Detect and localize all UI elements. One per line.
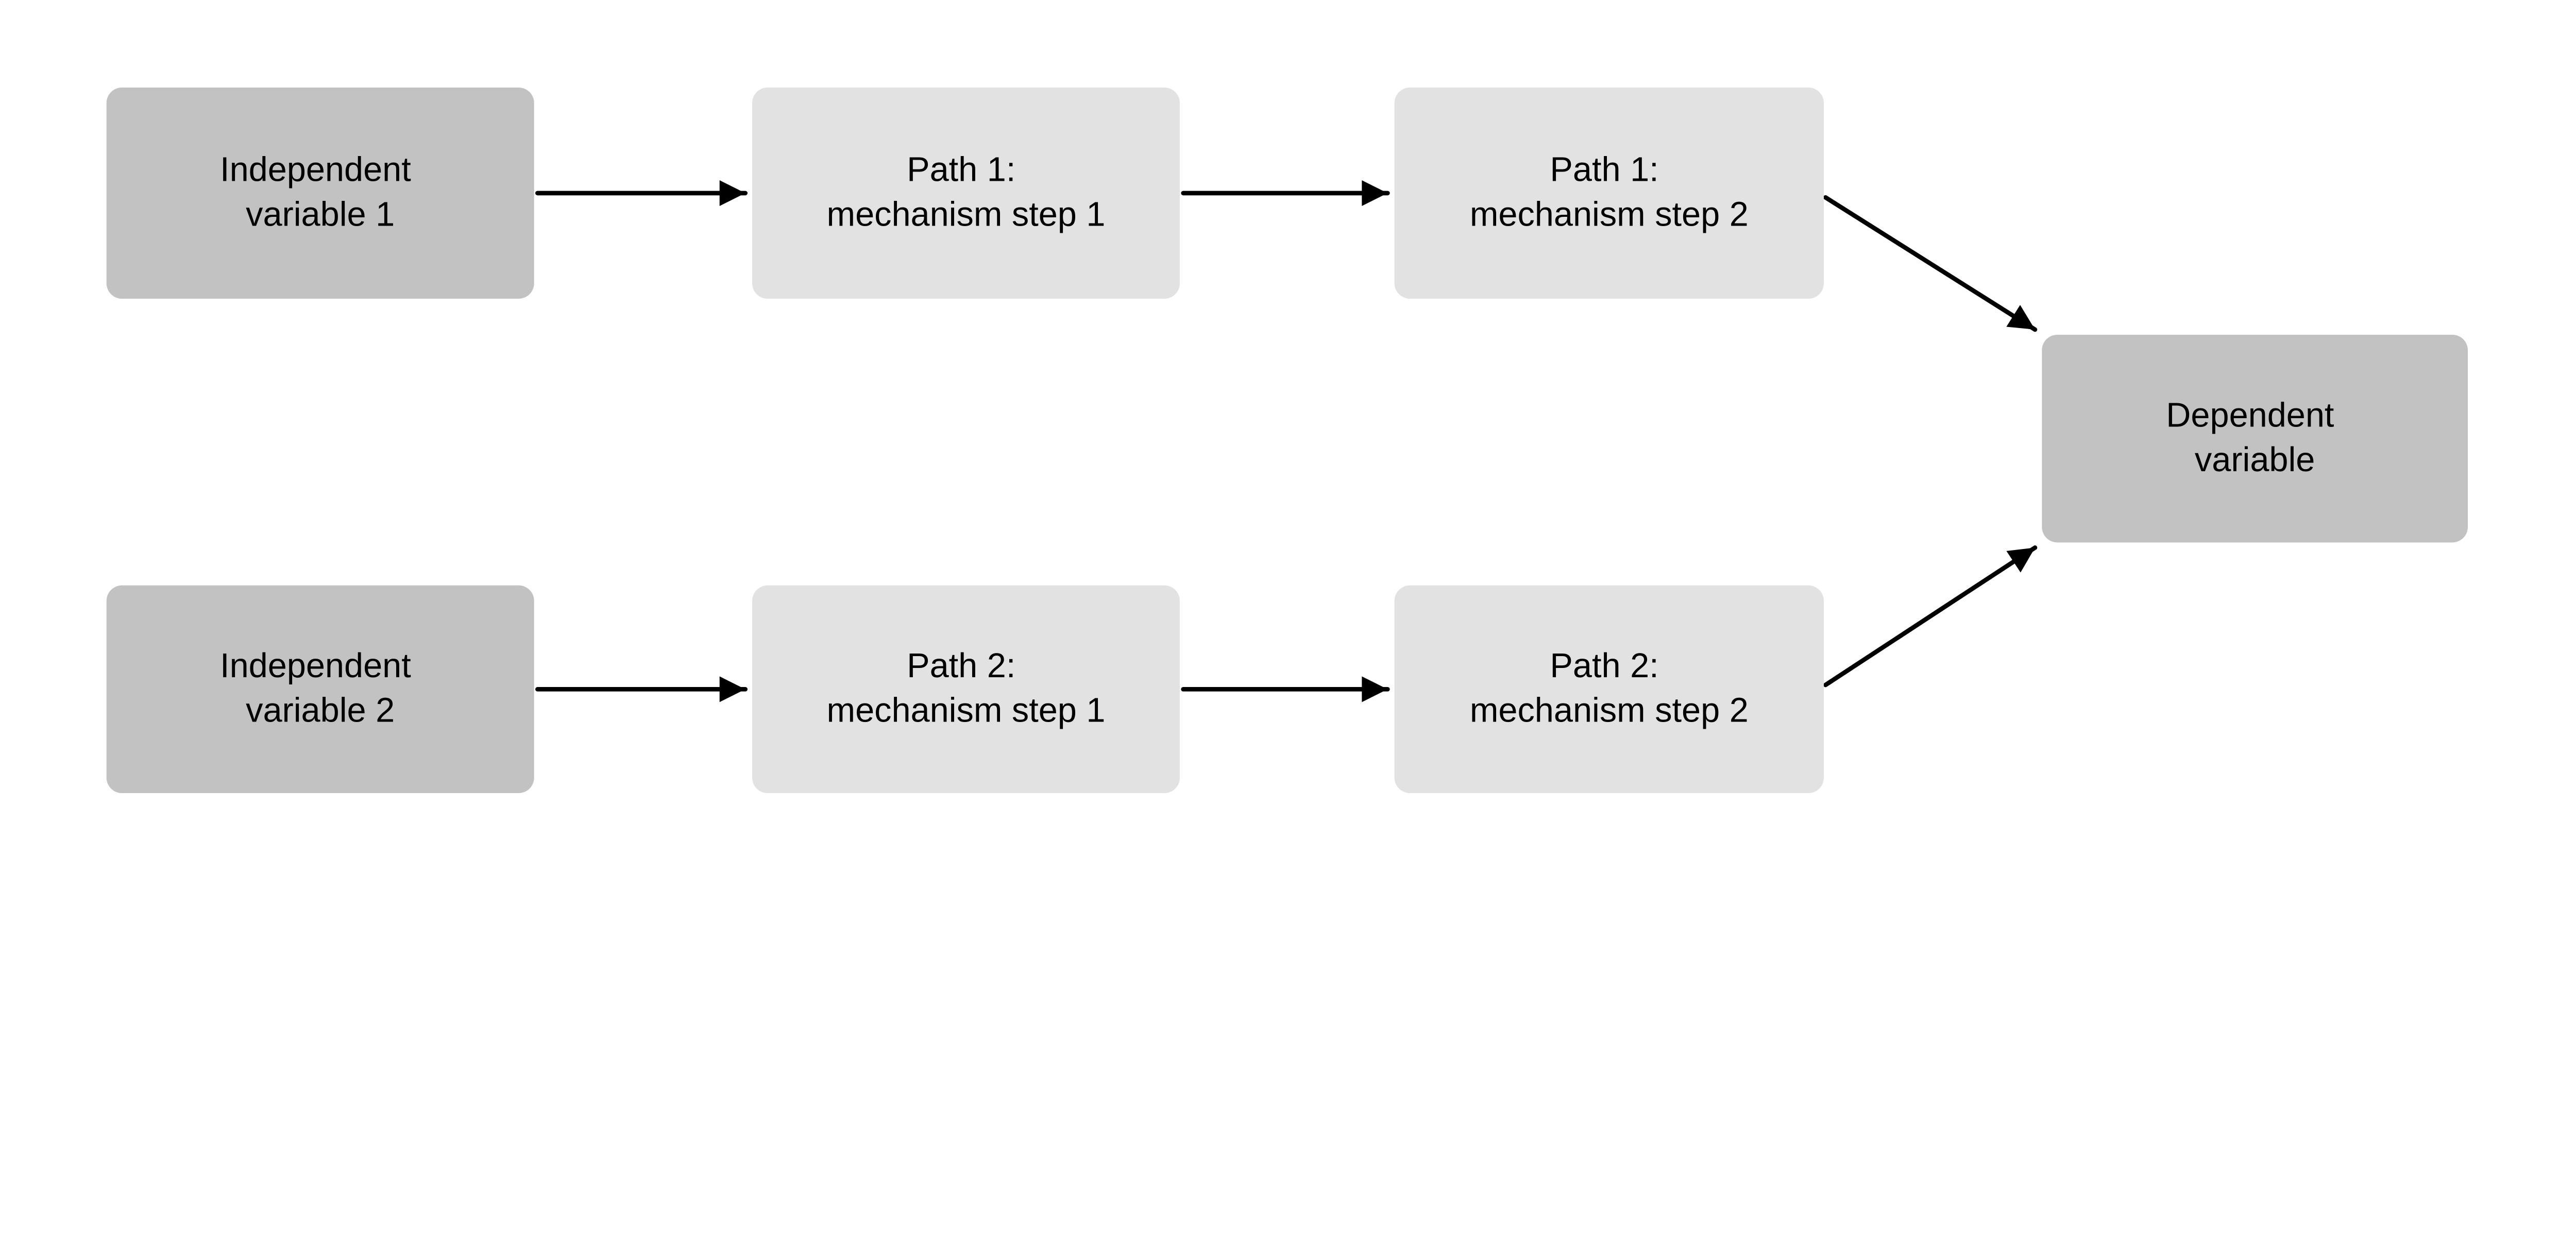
node-label-line1: Dependent [2166, 396, 2334, 434]
node-label: Path 1: mechanism step 1 [827, 151, 1106, 234]
node-label: Independent variable 1 [220, 151, 420, 234]
node-box [752, 585, 1180, 793]
node-label-line1: Path 1: [907, 151, 1015, 189]
node-label-line2: variable 1 [246, 195, 395, 233]
node-label-line2: variable [2195, 441, 2315, 479]
node-box [1394, 87, 1824, 299]
node-label-line2: mechanism step 1 [827, 692, 1106, 730]
node-label-line2: mechanism step 2 [1470, 195, 1749, 233]
node-label: Path 2: mechanism step 1 [827, 647, 1106, 730]
node-label-line2: mechanism step 1 [827, 195, 1106, 233]
node-path2-mechanism-step-2: Path 2: mechanism step 2 [1394, 585, 1824, 793]
node-box [2042, 334, 2468, 543]
node-label: Independent variable 2 [220, 647, 420, 730]
node-box [752, 87, 1180, 299]
node-label-line1: Independent [220, 647, 411, 685]
node-label-line2: mechanism step 2 [1470, 692, 1749, 730]
node-independent-variable-2: Independent variable 2 [106, 585, 534, 793]
node-box [106, 585, 534, 793]
path-diagram: Independent variable 1 Path 1: mechanism… [106, 87, 2468, 793]
node-label: Path 1: mechanism step 2 [1470, 151, 1749, 234]
node-label-line2: variable 2 [246, 692, 395, 730]
node-label-line1: Path 1: [1550, 151, 1658, 189]
edge-p2s2-to-dv [1823, 545, 2038, 688]
node-path2-mechanism-step-1: Path 2: mechanism step 1 [752, 585, 1180, 793]
node-label-line1: Path 2: [907, 647, 1015, 685]
node-box [1394, 585, 1824, 793]
node-label-line1: Independent [220, 151, 411, 189]
edge-p1s2-to-dv [1823, 195, 2038, 332]
diagram-canvas: Independent variable 1 Path 1: mechanism… [106, 87, 2468, 793]
node-label: Dependent variable [2166, 396, 2344, 479]
node-independent-variable-1: Independent variable 1 [106, 87, 534, 299]
node-box [106, 87, 534, 299]
node-label-line1: Path 2: [1550, 647, 1658, 685]
node-path1-mechanism-step-2: Path 1: mechanism step 2 [1394, 87, 1824, 299]
node-label: Path 2: mechanism step 2 [1470, 647, 1749, 730]
node-dependent-variable: Dependent variable [2042, 334, 2468, 543]
node-path1-mechanism-step-1: Path 1: mechanism step 1 [752, 87, 1180, 299]
